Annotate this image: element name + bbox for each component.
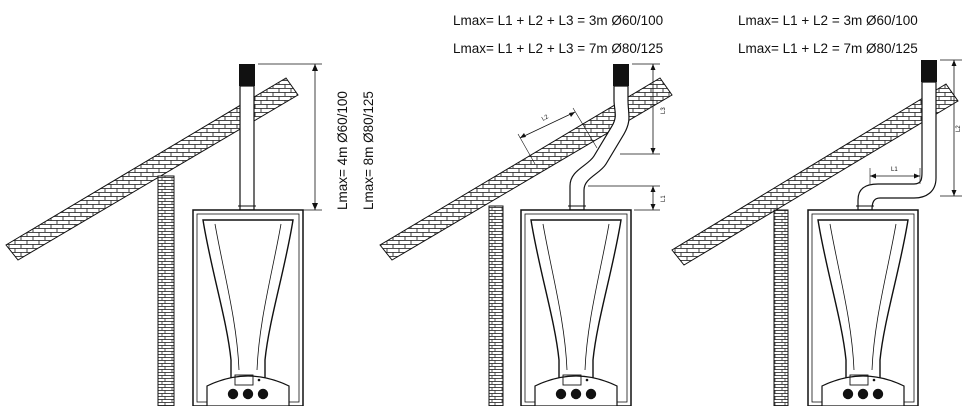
dimension-l3: L3 (620, 63, 667, 155)
flue-terminal (239, 64, 255, 86)
boiler (805, 209, 921, 406)
roof-slab (5, 77, 299, 261)
flue-terminal (921, 60, 937, 82)
dim-label-l2: L2 (541, 114, 550, 123)
flue-terminal (613, 64, 629, 86)
dim-label-l3: L3 (661, 107, 667, 114)
vertical-flue-pipe (239, 85, 255, 211)
dimension-l2: L2 (940, 59, 962, 197)
dimension-l2: L2 (517, 107, 598, 165)
brick-wall (157, 175, 175, 406)
dimension-l1: L1 (869, 167, 921, 184)
roof-slab (379, 77, 673, 261)
formula-l1-l2-l3-3m: Lmax= L1 + L2 + L3 = 3m Ø60/100 (453, 13, 663, 28)
formula-l1-l2-7m: Lmax= L1 + L2 = 7m Ø80/125 (738, 41, 918, 56)
label-lmax-4m: Lmax= 4m Ø60/100 (335, 91, 350, 210)
brick-wall (773, 209, 789, 406)
boiler (518, 209, 634, 406)
dim-label-l1: L1 (891, 167, 898, 173)
panel-3-horizontal-vertical-flue: Lmax= L1 + L2 = 3m Ø60/100 Lmax= L1 + L2… (671, 13, 962, 406)
label-lmax-8m: Lmax= 8m Ø80/125 (361, 91, 376, 210)
boiler (190, 209, 306, 406)
dimension-l1: L1 (588, 185, 667, 211)
formula-l1-l2-l3-7m: Lmax= L1 + L2 + L3 = 7m Ø80/125 (453, 41, 663, 56)
roof-slab (671, 83, 959, 266)
formula-l1-l2-3m: Lmax= L1 + L2 = 3m Ø60/100 (738, 13, 918, 28)
dimension-line-vertical (258, 63, 322, 211)
brick-wall (488, 205, 504, 406)
dim-label-l2: L2 (956, 125, 962, 132)
panel-1-vertical-flue: Lmax= 4m Ø60/100 Lmax= 8m Ø80/125 (5, 63, 376, 406)
dim-label-l1: L1 (661, 195, 667, 202)
panel-2-offset-flue: Lmax= L1 + L2 + L3 = 3m Ø60/100 Lmax= L1… (379, 13, 673, 406)
